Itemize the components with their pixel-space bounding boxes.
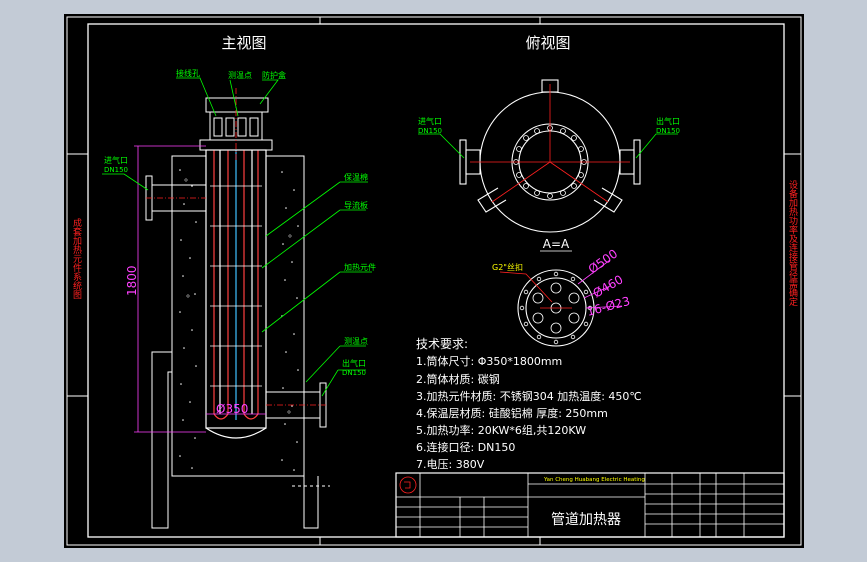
insulation-pattern [179, 169, 299, 471]
section-view [517, 269, 595, 347]
title-block-company: Yan Cheng Huabang Electric Heating [543, 477, 645, 483]
requirement-line-5: 5.加热功率: 20KW*6组,共120KW [416, 423, 586, 437]
title-block [395, 472, 785, 538]
main-view-title: 主视图 [221, 34, 266, 52]
frame-ticks [67, 17, 801, 545]
height-dimension-text: 1800 [125, 265, 139, 296]
callout-temp-point-top: 测温点 [228, 71, 252, 80]
requirement-line-4: 4.保温层材质: 硅酸铝棉 厚度: 250mm [416, 406, 608, 420]
callout-inlet-size: DN150 [104, 166, 128, 174]
baffles [210, 185, 262, 387]
requirement-line-3: 3.加热元件材质: 不锈钢304 加热温度: 450℃ [416, 389, 642, 403]
callout-baffle: 导流板 [344, 200, 368, 210]
section-outer [517, 269, 595, 347]
heating-tubes [213, 150, 259, 420]
vessel-bottom-head [205, 427, 267, 439]
callout-explosion-box: 防护盒 [262, 70, 286, 80]
height-dimension [134, 145, 206, 433]
top-center-lines [470, 84, 630, 203]
top-view-title: 俯视图 [525, 34, 570, 52]
terminal-posts [213, 117, 259, 137]
callout-temp-point-bottom: 测温点 [344, 337, 368, 346]
body-dia-text: Ø350 [216, 402, 248, 416]
top-bolt-holes [513, 125, 587, 199]
section-label: A=A [543, 237, 570, 251]
requirement-line-1: 1.筒体尺寸: Φ350*1800mm [416, 354, 562, 368]
side-note-right: 设备加热功率及连接管径需确定 [787, 180, 798, 307]
top-callout-outlet: 出气口 [656, 116, 680, 126]
support-legs [151, 351, 330, 529]
callout-outlet-size: DN150 [342, 369, 366, 377]
callout-inlet: 进气口 [104, 155, 128, 165]
section-dim-leaders [577, 259, 623, 309]
requirement-line-6: 6.连接口径: DN150 [416, 441, 515, 454]
callout-heating-element: 加热元件 [344, 262, 376, 272]
requirements-heading: 技术要求: [416, 337, 468, 351]
tech-requirements: 技术要求: 1.筒体尺寸: Φ350*1800mm 2.筒体材质: 碳钢 3.加… [416, 337, 642, 471]
requirement-line-2: 2.筒体材质: 碳钢 [416, 372, 500, 386]
callout-thermocouple-hole: 接线孔 [176, 68, 200, 78]
outer-border [66, 16, 802, 546]
dim-hole-note: G2"丝扣 [492, 262, 523, 272]
top-callout-inlet-size: DN150 [418, 127, 442, 135]
top-callout-outlet-size: DN150 [656, 127, 680, 135]
main-view: 1800 Ø350 [125, 88, 330, 529]
main-callout-leaders [102, 77, 372, 397]
section-red-leaders [499, 271, 572, 309]
top-callout-inlet: 进气口 [418, 116, 442, 126]
callout-outlet: 出气口 [342, 358, 366, 368]
title-block-product-name: 管道加热器 [551, 512, 621, 528]
requirement-line-7: 7.电压: 380V [416, 458, 485, 471]
side-note-left: 成套加热元件系统图 [71, 217, 82, 300]
callout-insulation: 保温棉 [344, 172, 368, 182]
top-callout-leaders [418, 133, 678, 159]
